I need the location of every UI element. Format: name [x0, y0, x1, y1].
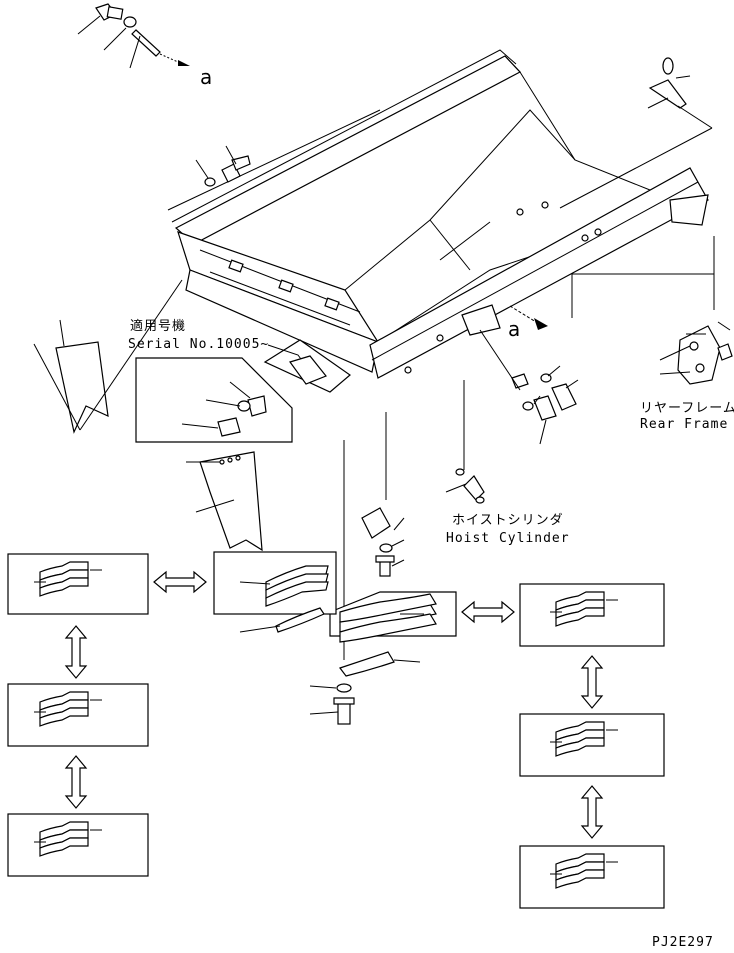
bolt-set-top	[77, 3, 190, 69]
detail-box-4	[519, 583, 665, 647]
arrow-v-1	[65, 625, 87, 679]
detail-box-center	[329, 591, 457, 677]
center-stack	[309, 412, 405, 725]
detail-box-1	[7, 553, 149, 615]
serial-label-jp: 適用号機	[130, 318, 186, 334]
arrow-v-4	[581, 785, 603, 839]
arrow-v-3	[581, 655, 603, 709]
rear-frame-label-en: Rear Frame	[640, 417, 728, 432]
view-a-label-top: a	[200, 65, 212, 89]
rear-frame-parts	[559, 57, 733, 385]
hoist-label-en: Hoist Cylinder	[446, 531, 570, 546]
rail-pins	[404, 201, 602, 374]
side-flap-left	[33, 279, 183, 434]
detail-box-3	[7, 813, 149, 877]
rear-frame-label-jp: リヤーフレーム	[640, 401, 734, 416]
arrow-h-2	[461, 601, 515, 623]
hoist-label-jp: ホイストシリンダ	[452, 513, 564, 528]
detail-box-5	[519, 713, 665, 777]
view-a-label-mid: a	[508, 317, 520, 341]
serial-callout	[135, 344, 327, 443]
hinge-bolts	[479, 305, 579, 445]
detail-box-mid-left	[213, 551, 337, 633]
bolt-set-front	[195, 145, 251, 187]
hoist-cylinder-parts	[445, 380, 485, 504]
arrow-h-1	[153, 571, 207, 593]
mud-flap	[186, 451, 263, 552]
detail-box-6	[519, 845, 665, 909]
detail-box-2	[7, 683, 149, 747]
drawing-code: PJ2E297	[652, 935, 714, 950]
arrow-v-2	[65, 755, 87, 809]
serial-label-en: Serial No.10005~	[128, 337, 269, 352]
